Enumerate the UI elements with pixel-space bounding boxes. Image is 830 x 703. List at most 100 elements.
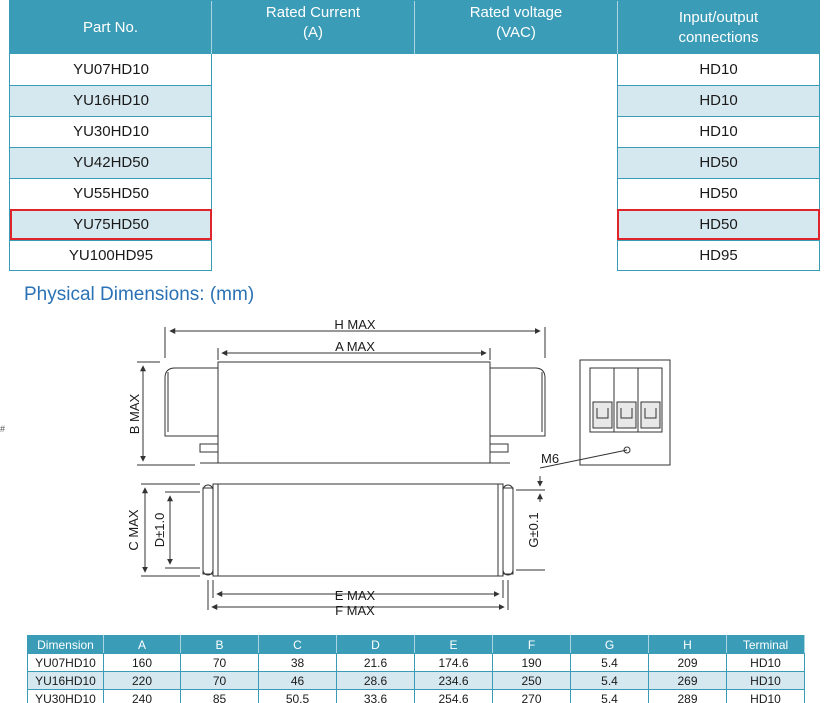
table-cell: 5.4	[570, 671, 649, 690]
top-view	[141, 476, 545, 610]
part-no-cell: YU100HD95	[68, 247, 154, 264]
part-no-cell: YU75HD50	[73, 216, 149, 233]
table-cell: 5.4	[570, 653, 649, 672]
header-rated-current-line1: Rated Current	[265, 4, 361, 21]
table-cell: HD10	[726, 671, 805, 690]
row-divider	[10, 85, 212, 86]
table-cell: 70	[180, 653, 259, 672]
row-divider	[10, 178, 212, 179]
section-title: Physical Dimensions: (mm)	[24, 284, 255, 305]
table-row: YU100HD95 HD95	[10, 240, 819, 271]
label-m6: M6	[541, 451, 559, 466]
header-rated-current: Rated Current (A)	[212, 1, 415, 54]
table-cell: 33.6	[336, 689, 415, 703]
table-cell: 250	[492, 671, 571, 690]
table-cell: YU30HD10	[27, 689, 104, 703]
terminal-block	[539, 359, 671, 469]
table-cell: YU16HD10	[27, 671, 104, 690]
table-cell: 254.6	[414, 689, 493, 703]
table-cell: 174.6	[414, 653, 493, 672]
part-no-cell: YU55HD50	[73, 185, 149, 202]
column-header: F	[492, 635, 571, 654]
part-no-cell: YU07HD10	[73, 61, 149, 78]
table-cell: 46	[258, 671, 337, 690]
table-cell: YU07HD10	[27, 653, 104, 672]
header-rated-current-line2: (A)	[303, 24, 323, 41]
table-cell: 28.6	[336, 671, 415, 690]
column-header: C	[258, 635, 337, 654]
table-row: YU16HD10 220 70 46 28.6 234.6 250 5.4 26…	[27, 671, 805, 690]
label-b-max: B MAX	[127, 393, 142, 434]
header-part-no: Part No.	[10, 1, 212, 54]
table-cell: 289	[648, 689, 727, 703]
highlight-part-cell	[10, 209, 212, 240]
connection-cell: HD10	[699, 61, 738, 78]
connection-cell: HD10	[699, 123, 738, 140]
column-divider	[617, 54, 618, 271]
column-header: A	[103, 635, 181, 654]
column-header: D	[336, 635, 415, 654]
dimensions-table: Dimension A B C D E F G H Terminal YU07H…	[27, 635, 805, 703]
row-divider	[618, 116, 819, 117]
label-d: D±1.0	[152, 513, 167, 548]
header-rated-voltage-line2: (VAC)	[496, 24, 536, 41]
column-header: G	[570, 635, 649, 654]
merged-blank-cell	[212, 54, 618, 271]
connection-cell: HD10	[699, 92, 738, 109]
column-header: E	[414, 635, 493, 654]
table-cell: 220	[103, 671, 181, 690]
header-rated-voltage-line1: Rated voltage	[469, 4, 563, 21]
table-cell: HD10	[726, 653, 805, 672]
row-divider	[618, 240, 819, 241]
table-cell: 70	[180, 671, 259, 690]
part-no-cell: YU16HD10	[73, 92, 149, 109]
dimensions-header-row: Dimension A B C D E F G H Terminal	[27, 635, 805, 654]
table-cell: 5.4	[570, 689, 649, 703]
models-table: Part No. Rated Current (A) Rated voltage…	[9, 0, 820, 271]
connection-cell: HD95	[699, 247, 738, 264]
label-g: G±0.1	[526, 512, 541, 547]
column-header: H	[648, 635, 727, 654]
connection-cell: HD50	[699, 154, 738, 171]
connection-cell: HD50	[699, 216, 738, 233]
table-row: YU55HD50 HD50	[10, 178, 819, 209]
connection-cell: HD50	[699, 185, 738, 202]
table-cell: 85	[180, 689, 259, 703]
dimension-labels: H MAX A MAX B MAX C MAX D±1.0 G±0.1 E MA…	[126, 317, 559, 618]
column-header: B	[180, 635, 259, 654]
table-cell: HD10	[726, 689, 805, 703]
row-divider	[10, 116, 212, 117]
table-row: YU30HD10 HD10	[10, 116, 819, 147]
column-header: Terminal	[726, 635, 805, 654]
header-rated-voltage: Rated voltage (VAC)	[415, 1, 618, 54]
stray-mark: #	[0, 424, 6, 434]
label-c-max: C MAX	[126, 509, 141, 551]
table-row: YU30HD10 240 85 50.5 33.6 254.6 270 5.4 …	[27, 689, 805, 703]
label-e-max: E MAX	[335, 588, 376, 603]
row-divider	[618, 178, 819, 179]
side-view	[137, 327, 546, 466]
table-cell: 160	[103, 653, 181, 672]
label-f-max: F MAX	[335, 603, 375, 618]
header-connections-line1: Input/output	[678, 8, 759, 26]
table-cell: 240	[103, 689, 181, 703]
table-cell: 38	[258, 653, 337, 672]
row-divider	[618, 85, 819, 86]
table-row: YU07HD10 160 70 38 21.6 174.6 190 5.4 20…	[27, 653, 805, 672]
table-row: YU07HD10 HD10	[10, 54, 819, 85]
column-header: Dimension	[27, 635, 104, 654]
row-divider	[618, 147, 819, 148]
table-cell: 209	[648, 653, 727, 672]
part-no-cell: YU42HD50	[73, 154, 149, 171]
table-cell: 190	[492, 653, 571, 672]
table-cell: 21.6	[336, 653, 415, 672]
table-cell: 270	[492, 689, 571, 703]
row-divider	[10, 147, 212, 148]
table-cell: 234.6	[414, 671, 493, 690]
dimension-drawing: H MAX A MAX B MAX C MAX D±1.0 G±0.1 E MA…	[126, 317, 671, 618]
part-no-cell: YU30HD10	[73, 123, 149, 140]
table-cell: 269	[648, 671, 727, 690]
label-a-max: A MAX	[335, 339, 375, 354]
highlight-connection-cell	[617, 209, 820, 240]
row-divider	[10, 240, 212, 241]
